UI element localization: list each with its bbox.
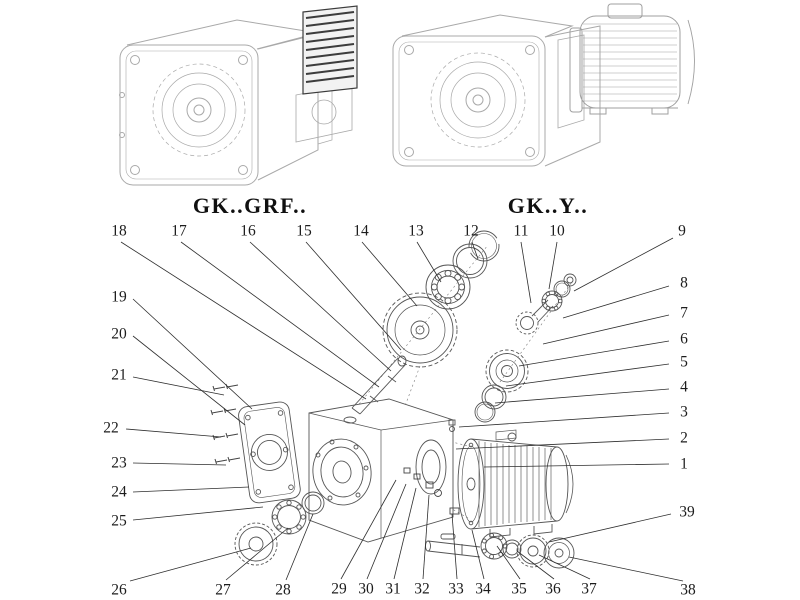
callout-20: 20 bbox=[111, 325, 127, 343]
callout-13: 13 bbox=[408, 222, 424, 240]
callout-39: 39 bbox=[679, 503, 695, 521]
keys-and-plugs bbox=[403, 467, 460, 515]
callout-4: 4 bbox=[680, 378, 688, 396]
assembled-view-right bbox=[392, 14, 601, 167]
flange-plate bbox=[238, 401, 301, 504]
callout-5: 5 bbox=[680, 353, 688, 371]
callout-30: 30 bbox=[358, 580, 374, 598]
callout-34: 34 bbox=[475, 580, 491, 598]
callout-17: 17 bbox=[171, 222, 187, 240]
callout-27: 27 bbox=[215, 581, 231, 599]
callout-18: 18 bbox=[111, 222, 127, 240]
callout-22: 22 bbox=[103, 419, 119, 437]
callout-31: 31 bbox=[385, 580, 401, 598]
callout-1: 1 bbox=[680, 455, 688, 473]
motor-assembled-icon bbox=[569, 3, 695, 115]
callout-19: 19 bbox=[111, 288, 127, 306]
leader-lines bbox=[120, 237, 684, 582]
callout-32: 32 bbox=[414, 580, 430, 598]
callout-23: 23 bbox=[111, 454, 127, 472]
callout-38: 38 bbox=[680, 581, 696, 599]
callout-24: 24 bbox=[111, 483, 127, 501]
callout-26: 26 bbox=[111, 581, 127, 599]
main-shaft-gear-stack bbox=[351, 230, 500, 415]
middle-gear-set bbox=[474, 349, 529, 423]
model-label-right: GK..Y.. bbox=[507, 193, 589, 218]
callout-2: 2 bbox=[680, 429, 688, 447]
callout-10: 10 bbox=[549, 222, 565, 240]
exploded-view bbox=[210, 230, 577, 569]
callout-11: 11 bbox=[513, 222, 529, 240]
callout-12: 12 bbox=[463, 222, 479, 240]
callout-3: 3 bbox=[680, 403, 688, 421]
callout-7: 7 bbox=[680, 304, 688, 322]
callout-15: 15 bbox=[296, 222, 312, 240]
callout-37: 37 bbox=[581, 580, 597, 598]
callout-8: 8 bbox=[680, 274, 688, 292]
flange-screws bbox=[210, 383, 241, 465]
callout-9: 9 bbox=[678, 222, 686, 240]
motor-exploded bbox=[457, 429, 574, 538]
callout-29: 29 bbox=[331, 580, 347, 598]
model-label-left: GK..GRF.. bbox=[192, 193, 308, 218]
callout-14: 14 bbox=[353, 222, 369, 240]
callout-21: 21 bbox=[111, 366, 127, 384]
callout-25: 25 bbox=[111, 512, 127, 530]
callout-6: 6 bbox=[680, 330, 688, 348]
callout-28: 28 bbox=[275, 581, 291, 599]
callout-16: 16 bbox=[240, 222, 256, 240]
bottom-left-gear-set bbox=[234, 491, 325, 566]
callout-35: 35 bbox=[511, 580, 527, 598]
callout-33: 33 bbox=[448, 580, 464, 598]
housing bbox=[308, 398, 456, 543]
shaft-cover-fins-icon bbox=[302, 5, 358, 95]
callout-36: 36 bbox=[545, 580, 561, 598]
pinion-stack bbox=[515, 273, 577, 335]
